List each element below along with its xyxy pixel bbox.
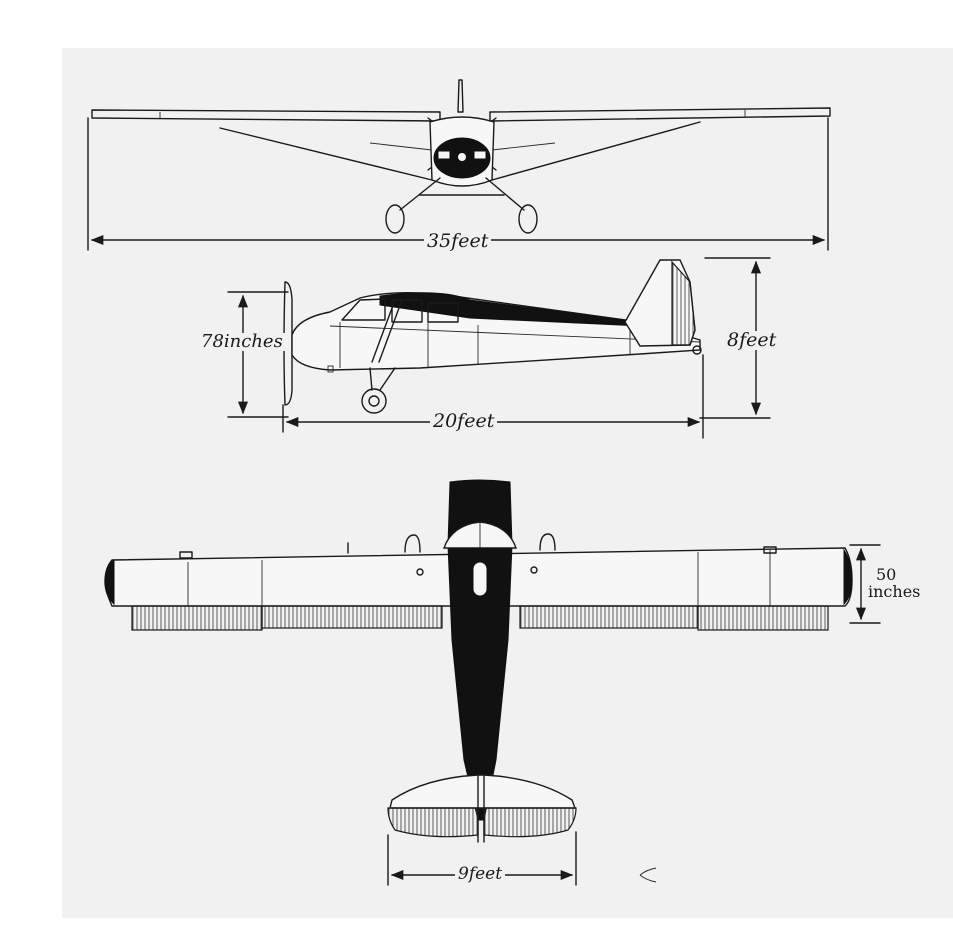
side-main-gear [369,367,396,391]
side-window-rear [427,302,459,323]
front-wheel-left [385,204,405,234]
side-view-turtledeck [379,292,641,327]
tail-span-label: 9feet [455,866,506,883]
side-wing-strut [371,299,396,363]
height-label: 8feet [724,331,780,350]
side-view [227,257,771,439]
side-window-front [341,298,386,321]
top-view-hatch [472,561,488,597]
right-handle [539,533,556,551]
right-aileron [697,605,829,631]
front-view-fin [457,79,464,113]
right-flap [519,605,699,629]
float-height-value-label: 50 [876,565,897,584]
top-view [104,479,881,886]
prop-diameter-label: 78inches [198,333,286,351]
left-flap [261,605,443,629]
right-elevator [483,807,577,838]
wingspan-label: 35feet [424,232,492,251]
top-view-fuselage [447,479,513,821]
front-view [87,79,831,251]
right-strut [491,121,701,181]
left-aileron [131,605,263,631]
left-strut [219,127,433,181]
left-elevator [387,807,479,838]
side-main-wheel [361,388,387,414]
side-tail-wheel [692,345,702,355]
front-view-wing-right [489,107,831,122]
length-label: 20feet [430,412,498,431]
front-wheel-right [518,204,538,234]
top-view-stabilizer [389,774,577,809]
left-handle [404,534,421,553]
side-window-door [391,299,423,323]
float-height-unit-label: inches [868,582,921,601]
front-gear-left [399,177,441,211]
front-view-wing [91,109,441,122]
